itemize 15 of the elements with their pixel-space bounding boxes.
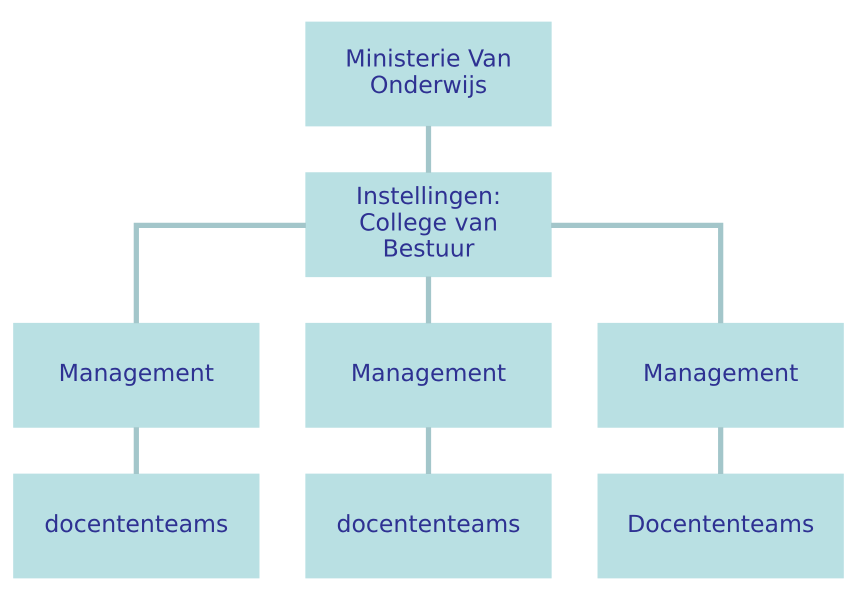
connector (426, 427, 432, 474)
connector (426, 126, 432, 173)
node-box: Instellingen: College van Bestuur (305, 172, 552, 278)
node-box: Management (305, 322, 552, 428)
connector (426, 276, 432, 324)
node-box: Ministerie Van Onderwijs (305, 22, 552, 126)
node-box: docententeams (305, 474, 552, 578)
node-box: Management (13, 322, 260, 428)
connector (134, 222, 306, 324)
node-box: Docententeams (598, 474, 844, 578)
node-box: Management (598, 322, 844, 428)
node-box: docententeams (13, 474, 260, 578)
connector (551, 222, 724, 324)
connector (718, 427, 724, 474)
connector (134, 427, 139, 474)
